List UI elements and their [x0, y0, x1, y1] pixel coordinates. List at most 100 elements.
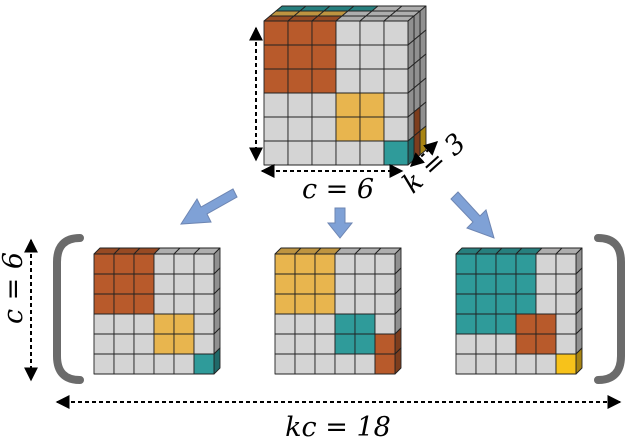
slice-2-cell [294, 313, 316, 335]
slice-2-cell [334, 273, 356, 295]
cube-front-cell [287, 20, 313, 46]
slice-2-cell [374, 313, 396, 335]
slice-2-cell [314, 313, 336, 335]
cube-front-cell [311, 44, 337, 70]
cube-front-cell [383, 92, 409, 118]
cube-front-cell [287, 68, 313, 94]
slice-3-cell [535, 353, 557, 375]
slice-1-cell [93, 273, 115, 295]
cube-front-cell [335, 140, 361, 166]
slice-3-cell [515, 273, 537, 295]
slice-1-cell [173, 253, 195, 275]
slice-1-cell [133, 253, 155, 275]
slice-1-cell [93, 353, 115, 375]
slice-2-cell [374, 333, 396, 355]
slice-3-cell [495, 273, 517, 295]
slice-2-cell [274, 313, 296, 335]
slice-2-cell [294, 333, 316, 355]
slice-1-cell [193, 273, 215, 295]
slice-1-cell [173, 353, 195, 375]
slice-3-cell [475, 313, 497, 335]
slice-2-cell [374, 253, 396, 275]
slice-3-cell [495, 313, 517, 335]
cube-front-cell [287, 116, 313, 142]
cube-front-cell [263, 140, 289, 166]
slice-3-cell [515, 313, 537, 335]
cube-front-cell [359, 116, 385, 142]
cube-front-cell [263, 116, 289, 142]
left-bracket [53, 234, 84, 384]
slice-1-cell [93, 253, 115, 275]
split-arrow-middle [326, 207, 354, 239]
slice-1-cell [133, 313, 155, 335]
unfolded-slice-1 [93, 247, 221, 375]
slice-3-cell [475, 353, 497, 375]
slice-2-cell [314, 253, 336, 275]
slice-2-cell [274, 253, 296, 275]
slice-2-cell [354, 353, 376, 375]
slice-3-cell [475, 253, 497, 275]
slice-1-cell [193, 253, 215, 275]
slice-3-cell [535, 333, 557, 355]
cube-front-cell [383, 140, 409, 166]
top-channel-label: c = 6 [302, 174, 374, 205]
slice-3-cell [495, 333, 517, 355]
slice-2-cell [274, 273, 296, 295]
slice-1-cell [113, 293, 135, 315]
slice-3-cell [535, 293, 557, 315]
slice-3-cell [515, 253, 537, 275]
slice-2-cell [334, 333, 356, 355]
slice-3-cell [455, 273, 477, 295]
slice-3-cell [455, 353, 477, 375]
slice-1-cell [153, 253, 175, 275]
cube-front-cell [287, 44, 313, 70]
slice-3-cell [555, 293, 577, 315]
slice-3-cell [515, 293, 537, 315]
cube-front-cell [311, 92, 337, 118]
slice-2-cell [314, 273, 336, 295]
slice-2-cell [354, 333, 376, 355]
slice-3-cell [495, 353, 517, 375]
slice-3-cell [495, 253, 517, 275]
cube-front-cell [287, 140, 313, 166]
cube-front-cell [359, 68, 385, 94]
cube-front-cell [335, 92, 361, 118]
slice-2-cell [274, 293, 296, 315]
slice-1-cell [133, 293, 155, 315]
slice-1-cell [153, 293, 175, 315]
cube-front-cell [311, 20, 337, 46]
cube-front-cell [359, 44, 385, 70]
slice-1-cell [113, 313, 135, 335]
split-arrow-left [180, 188, 238, 225]
slice-1-cell [153, 273, 175, 295]
total-width-label: kc = 18 [285, 412, 391, 440]
cube-front-cell [359, 92, 385, 118]
split-arrow-right [450, 191, 495, 239]
slice-1-cell [133, 273, 155, 295]
slice-1-cell [173, 313, 195, 335]
cube-front-cell [263, 20, 289, 46]
unfolded-slice-2 [274, 247, 402, 375]
slice-2-cell [334, 253, 356, 275]
unfolded-slice-3 [455, 247, 583, 375]
slice-3-cell [555, 253, 577, 275]
slice-1-cell [173, 333, 195, 355]
slice-2-cell [314, 353, 336, 375]
right-bracket [594, 234, 625, 384]
cube-front-cell [335, 44, 361, 70]
cube-front-cell [335, 116, 361, 142]
slice-1-cell [173, 293, 195, 315]
slice-1-cell [133, 353, 155, 375]
slice-1-cell [173, 273, 195, 295]
slice-3-cell [475, 333, 497, 355]
slice-3-cell [455, 333, 477, 355]
slice-1-cell [153, 313, 175, 335]
slice-3-cell [515, 333, 537, 355]
cube-front-cell [335, 68, 361, 94]
cube-front-cell [335, 20, 361, 46]
slice-2-cell [294, 293, 316, 315]
slice-2-cell [354, 313, 376, 335]
cube-front-cell [263, 92, 289, 118]
slice-1-cell [193, 293, 215, 315]
cube-front-cell [383, 116, 409, 142]
